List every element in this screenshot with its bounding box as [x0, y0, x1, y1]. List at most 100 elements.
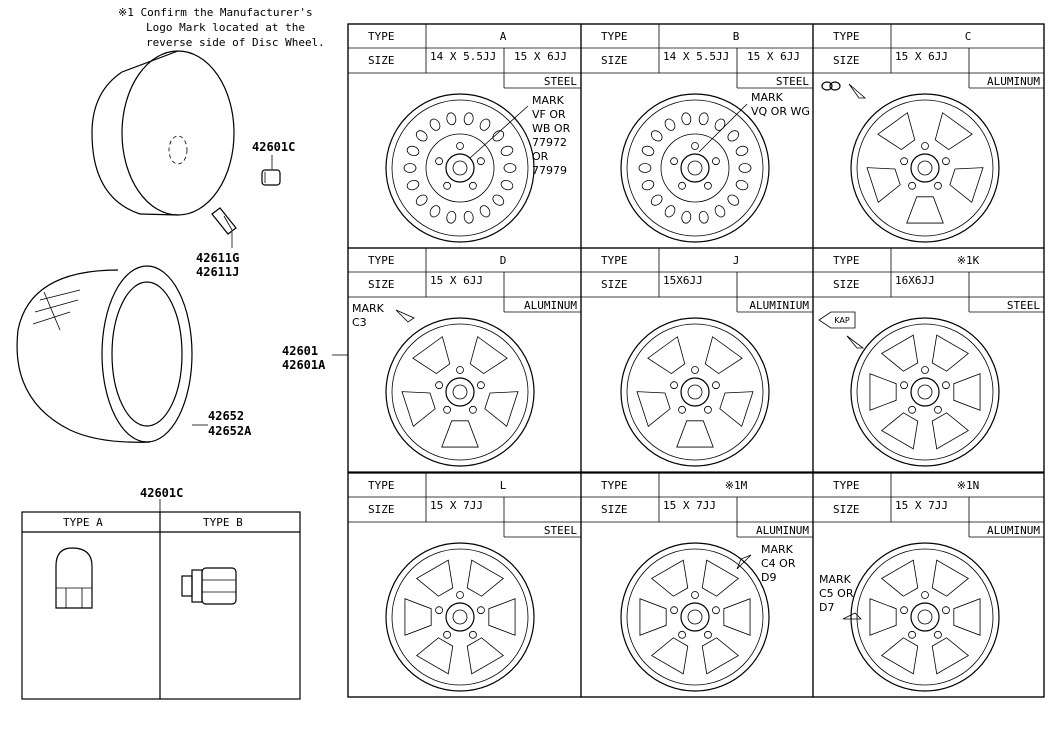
wheel-type-value: B [733, 30, 740, 43]
type-label: TYPE [601, 254, 628, 267]
type-label: TYPE [601, 30, 628, 43]
wheel-material: ALUMINIUM [749, 299, 809, 312]
wheel-type-value: ※1N [957, 479, 979, 492]
note-line-1: ※1 Confirm the Manufacturer's [118, 6, 313, 19]
part-42652-label: 42652 [208, 409, 244, 423]
logo-mark-text: D9 [761, 571, 776, 584]
size-label: SIZE [601, 54, 628, 67]
type-label: TYPE [368, 479, 395, 492]
wheel-drawing [385, 542, 535, 692]
logo-mark-text: MARK [532, 94, 565, 107]
wheel-size-1: 14 X 5.5JJ [663, 50, 729, 63]
logo-mark-text: C3 [352, 316, 367, 329]
wheel-cell-l: TYPE SIZE L 15 X 7JJ STEEL [347, 472, 582, 698]
wheel-size-1: 15 X 6JJ [895, 50, 948, 63]
wheel-drawing [385, 93, 535, 243]
chain-logo-icon [821, 81, 867, 99]
wheel-type-value: L [500, 479, 507, 492]
nut-type-b-icon [181, 567, 237, 605]
wheel-material: ALUMINUM [756, 524, 809, 537]
type-label: TYPE [601, 479, 628, 492]
type-label: TYPE [833, 254, 860, 267]
size-label: SIZE [601, 278, 628, 291]
part-42611J-label: 42611J [196, 265, 239, 279]
logo-mark-text: 77972 [532, 136, 567, 149]
spare-wheel-illustration [91, 50, 235, 216]
wheel-cell-c: TYPE SIZE C 15 X 6JJ ALUMINUM [812, 23, 1045, 249]
nut-type-a-header: TYPE A [63, 516, 103, 529]
logo-mark-text: 77979 [532, 164, 567, 177]
size-label: SIZE [368, 503, 395, 516]
type-label: TYPE [833, 30, 860, 43]
wheel-drawing [850, 93, 1000, 243]
logo-mark-text: VF OR [532, 108, 566, 121]
wheel-type-value: J [733, 254, 740, 267]
tire-illustration: 42652 42652A [16, 265, 252, 443]
wheel-drawing [850, 317, 1000, 467]
size-label: SIZE [833, 503, 860, 516]
kap-logo-badge: KAP [818, 311, 865, 349]
logo-mark-text: MARK [352, 302, 385, 315]
logo-note: ※1 Confirm the Manufacturer's Logo Mark … [118, 6, 325, 49]
part-42601C-label: 42601C [252, 140, 295, 154]
wheel-size-1: 16X6JJ [895, 274, 935, 287]
size-label: SIZE [368, 54, 395, 67]
wheel-cell-1k: TYPE SIZE ※1K 16X6JJ STEEL KAP [812, 247, 1045, 473]
size-label: SIZE [833, 278, 860, 291]
wheel-material: STEEL [1007, 299, 1040, 312]
nut-type-b-header: TYPE B [203, 516, 243, 529]
wheel-type-value: A [500, 30, 507, 43]
wheel-drawing [620, 317, 770, 467]
part-42601-label: 42601 [282, 344, 318, 358]
wheel-material: STEEL [776, 75, 809, 88]
note-line-2: Logo Mark located at the [146, 21, 305, 34]
wheel-drawing [620, 93, 770, 243]
part-42611G-label: 42611G [196, 251, 239, 265]
wheel-type-value: C [965, 30, 972, 43]
note-line-3: reverse side of Disc Wheel. [146, 36, 325, 49]
logo-mark-text: OR [532, 150, 549, 163]
size-label: SIZE [833, 54, 860, 67]
kap-logo-text: KAP [834, 316, 850, 325]
wheel-size-1: 15 X 7JJ [895, 499, 948, 512]
wheel-material: ALUMINUM [524, 299, 577, 312]
part-42601C-nut-label: 42601C [140, 486, 183, 500]
wheel-size-2: 15 X 6JJ [514, 50, 567, 63]
size-label: SIZE [601, 503, 628, 516]
type-label: TYPE [368, 30, 395, 43]
wheel-drawing [385, 317, 535, 467]
wheel-size-1: 15 X 7JJ [430, 499, 483, 512]
wheel-material: STEEL [544, 524, 577, 537]
logo-mark-text: MARK [751, 91, 784, 104]
wheel-type-value: ※1K [957, 254, 980, 267]
wheel-drawing [850, 542, 1000, 692]
wheel-material: STEEL [544, 75, 577, 88]
part-42652A-label: 42652A [208, 424, 252, 438]
wheel-type-value: ※1M [725, 479, 748, 492]
wheel-part-number: 42601 42601A [282, 344, 348, 372]
wheel-material: ALUMINUM [987, 75, 1040, 88]
wheel-material: ALUMINUM [987, 524, 1040, 537]
logo-mark-text: WB OR [532, 122, 571, 135]
wheel-size-1: 14 X 5.5JJ [430, 50, 496, 63]
logo-mark-text: D7 [819, 601, 834, 614]
logo-mark-text: C5 OR [819, 587, 854, 600]
wheel-drawing [620, 542, 770, 692]
size-label: SIZE [368, 278, 395, 291]
wheel-type-value: D [500, 254, 507, 267]
part-42601A-label: 42601A [282, 358, 326, 372]
wheel-size-2: 15 X 6JJ [747, 50, 800, 63]
wheel-size-1: 15 X 7JJ [663, 499, 716, 512]
